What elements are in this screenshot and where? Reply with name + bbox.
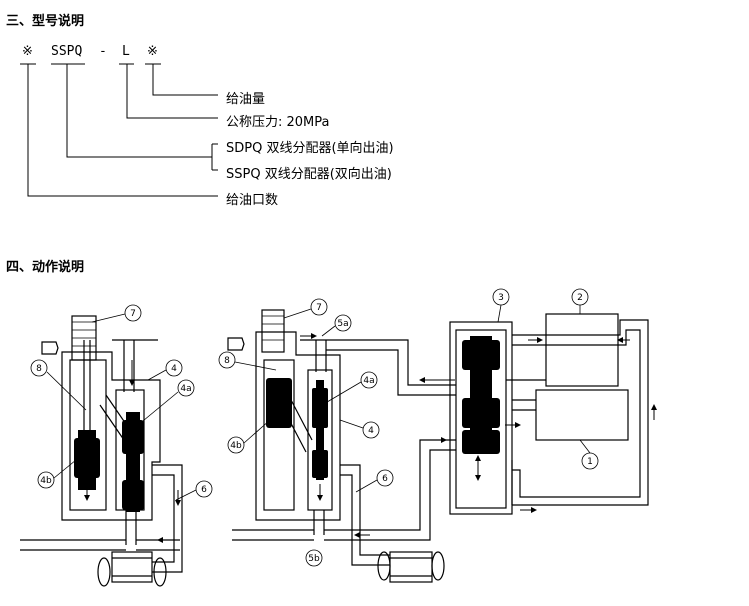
section3-heading: 三、型号说明 xyxy=(6,14,85,29)
model-code-dash: - xyxy=(99,44,107,59)
callout-6-left: 6 xyxy=(201,485,207,495)
callout-7-mid: 7 xyxy=(316,303,322,313)
callout-4a-left: 4a xyxy=(180,384,191,394)
callout-8-left: 8 xyxy=(36,364,42,374)
callout-4-left: 4 xyxy=(171,364,177,374)
desc-outlet-count: 给油口数 xyxy=(226,193,279,208)
desc-feed-amount: 给油量 xyxy=(226,92,266,107)
callout-2: 2 xyxy=(577,293,583,303)
callout-4-mid: 4 xyxy=(368,426,374,436)
model-code-part2: SSPQ xyxy=(51,44,83,59)
callout-4b-mid: 4b xyxy=(230,441,242,451)
valve-3-spool xyxy=(462,336,500,454)
callout-7-left: 7 xyxy=(130,309,136,319)
desc-sdpq: SDPQ 双线分配器(单向出油) xyxy=(226,141,394,156)
callout-4a-mid: 4a xyxy=(363,376,374,386)
right-assembly xyxy=(449,313,649,515)
middle-pistons xyxy=(266,378,328,480)
desc-sspq: SSPQ 双线分配器(双向出油) xyxy=(226,167,392,182)
callout-5a: 5a xyxy=(337,319,348,329)
callout-6-mid: 6 xyxy=(382,474,388,484)
callout-1: 1 xyxy=(587,457,593,467)
callout-4b-left: 4b xyxy=(40,476,52,486)
callout-3: 3 xyxy=(498,293,504,303)
callout-8-mid: 8 xyxy=(224,356,230,366)
left-pistons xyxy=(74,412,144,512)
left-distributor xyxy=(20,315,183,587)
section4-heading: 四、动作说明 xyxy=(6,260,85,275)
middle-distributor xyxy=(232,309,456,583)
desc-nominal-pressure: 公称压力: 20MPa xyxy=(226,115,330,130)
model-code-part1: ※ xyxy=(22,44,33,59)
model-code-part4: ※ xyxy=(147,44,158,59)
callout-5b: 5b xyxy=(308,554,320,564)
model-code-part3: L xyxy=(122,44,130,59)
